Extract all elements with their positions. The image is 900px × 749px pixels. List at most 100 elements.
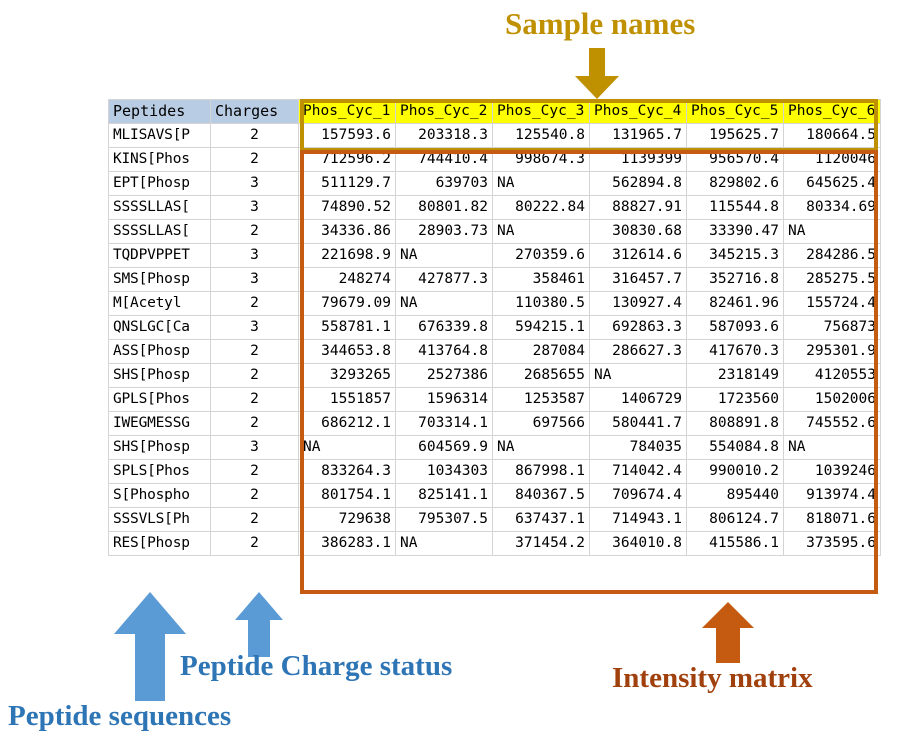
cell-intensity[interactable]: 714943.1 [589, 507, 687, 532]
cell-intensity[interactable]: 645625.4 [783, 171, 881, 196]
cell-intensity[interactable]: 74890.52 [298, 195, 396, 220]
cell-intensity[interactable]: 990010.2 [686, 459, 784, 484]
cell-charge[interactable]: 2 [210, 363, 299, 388]
cell-intensity[interactable]: 270359.6 [492, 243, 590, 268]
cell-intensity[interactable]: 956570.4 [686, 147, 784, 172]
cell-intensity[interactable]: NA [589, 363, 687, 388]
cell-charge[interactable]: 2 [210, 483, 299, 508]
column-header-sample-3[interactable]: Phos_Cyc_3 [492, 99, 590, 124]
column-header-sample-2[interactable]: Phos_Cyc_2 [395, 99, 493, 124]
cell-intensity[interactable]: 867998.1 [492, 459, 590, 484]
cell-intensity[interactable]: 709674.4 [589, 483, 687, 508]
cell-intensity[interactable]: 203318.3 [395, 123, 493, 148]
cell-peptide[interactable]: TQDPVPPET [108, 243, 211, 268]
cell-intensity[interactable]: 284286.5 [783, 243, 881, 268]
cell-intensity[interactable]: 373595.6 [783, 531, 881, 556]
cell-intensity[interactable]: 287084 [492, 339, 590, 364]
cell-intensity[interactable]: 316457.7 [589, 267, 687, 292]
cell-intensity[interactable]: 34336.86 [298, 219, 396, 244]
cell-charge[interactable]: 3 [210, 315, 299, 340]
cell-intensity[interactable]: 825141.1 [395, 483, 493, 508]
cell-intensity[interactable]: 1034303 [395, 459, 493, 484]
cell-intensity[interactable]: 895440 [686, 483, 784, 508]
cell-charge[interactable]: 2 [210, 219, 299, 244]
cell-intensity[interactable]: 195625.7 [686, 123, 784, 148]
cell-peptide[interactable]: SHS[Phosp [108, 435, 211, 460]
cell-peptide[interactable]: ASS[Phosp [108, 339, 211, 364]
cell-intensity[interactable]: 413764.8 [395, 339, 493, 364]
cell-intensity[interactable]: 155724.4 [783, 291, 881, 316]
cell-intensity[interactable]: NA [492, 219, 590, 244]
cell-intensity[interactable]: 427877.3 [395, 267, 493, 292]
cell-peptide[interactable]: SSSSLLAS[ [108, 219, 211, 244]
cell-intensity[interactable]: 248274 [298, 267, 396, 292]
cell-intensity[interactable]: 1139399 [589, 147, 687, 172]
column-header-charges[interactable]: Charges [210, 99, 299, 124]
cell-intensity[interactable]: NA [492, 435, 590, 460]
cell-intensity[interactable]: 562894.8 [589, 171, 687, 196]
cell-intensity[interactable]: 131965.7 [589, 123, 687, 148]
cell-peptide[interactable]: RES[Phosp [108, 531, 211, 556]
column-header-sample-4[interactable]: Phos_Cyc_4 [589, 99, 687, 124]
cell-intensity[interactable]: 1406729 [589, 387, 687, 412]
cell-intensity[interactable]: 833264.3 [298, 459, 396, 484]
cell-intensity[interactable]: 1502006 [783, 387, 881, 412]
cell-intensity[interactable]: 913974.4 [783, 483, 881, 508]
cell-intensity[interactable]: 364010.8 [589, 531, 687, 556]
column-header-sample-1[interactable]: Phos_Cyc_1 [298, 99, 396, 124]
cell-intensity[interactable]: 130927.4 [589, 291, 687, 316]
cell-intensity[interactable]: NA [298, 435, 396, 460]
cell-intensity[interactable]: 30830.68 [589, 219, 687, 244]
cell-intensity[interactable]: 729638 [298, 507, 396, 532]
cell-intensity[interactable]: 637437.1 [492, 507, 590, 532]
cell-peptide[interactable]: M[Acetyl [108, 291, 211, 316]
cell-intensity[interactable]: 88827.91 [589, 195, 687, 220]
cell-intensity[interactable]: 1723560 [686, 387, 784, 412]
cell-peptide[interactable]: SSSSLLAS[ [108, 195, 211, 220]
cell-intensity[interactable]: 344653.8 [298, 339, 396, 364]
cell-intensity[interactable]: 371454.2 [492, 531, 590, 556]
cell-intensity[interactable]: 580441.7 [589, 411, 687, 436]
cell-intensity[interactable]: 587093.6 [686, 315, 784, 340]
cell-peptide[interactable]: EPT[Phosp [108, 171, 211, 196]
cell-intensity[interactable]: 221698.9 [298, 243, 396, 268]
cell-peptide[interactable]: KINS[Phos [108, 147, 211, 172]
cell-intensity[interactable]: 417670.3 [686, 339, 784, 364]
cell-intensity[interactable]: 79679.09 [298, 291, 396, 316]
cell-intensity[interactable]: NA [783, 219, 881, 244]
cell-intensity[interactable]: NA [492, 171, 590, 196]
cell-charge[interactable]: 2 [210, 387, 299, 412]
cell-intensity[interactable]: NA [395, 291, 493, 316]
cell-intensity[interactable]: 82461.96 [686, 291, 784, 316]
cell-intensity[interactable]: 744410.4 [395, 147, 493, 172]
cell-intensity[interactable]: 712596.2 [298, 147, 396, 172]
column-header-sample-6[interactable]: Phos_Cyc_6 [783, 99, 881, 124]
cell-intensity[interactable]: 795307.5 [395, 507, 493, 532]
cell-intensity[interactable]: 686212.1 [298, 411, 396, 436]
cell-intensity[interactable]: 594215.1 [492, 315, 590, 340]
cell-intensity[interactable]: 604569.9 [395, 435, 493, 460]
cell-intensity[interactable]: 286627.3 [589, 339, 687, 364]
cell-charge[interactable]: 2 [210, 459, 299, 484]
cell-intensity[interactable]: 692863.3 [589, 315, 687, 340]
cell-intensity[interactable]: 697566 [492, 411, 590, 436]
cell-intensity[interactable]: 1039246 [783, 459, 881, 484]
cell-charge[interactable]: 2 [210, 291, 299, 316]
cell-intensity[interactable]: 1120046 [783, 147, 881, 172]
cell-intensity[interactable]: 998674.3 [492, 147, 590, 172]
cell-peptide[interactable]: MLISAVS[P [108, 123, 211, 148]
cell-intensity[interactable]: 676339.8 [395, 315, 493, 340]
cell-intensity[interactable]: 312614.6 [589, 243, 687, 268]
cell-intensity[interactable]: 33390.47 [686, 219, 784, 244]
cell-intensity[interactable]: 110380.5 [492, 291, 590, 316]
cell-intensity[interactable]: 1596314 [395, 387, 493, 412]
cell-peptide[interactable]: GPLS[Phos [108, 387, 211, 412]
cell-intensity[interactable]: 125540.8 [492, 123, 590, 148]
cell-intensity[interactable]: 554084.8 [686, 435, 784, 460]
cell-intensity[interactable]: NA [395, 531, 493, 556]
cell-peptide[interactable]: QNSLGC[Ca [108, 315, 211, 340]
column-header-sample-5[interactable]: Phos_Cyc_5 [686, 99, 784, 124]
cell-charge[interactable]: 3 [210, 435, 299, 460]
cell-charge[interactable]: 3 [210, 171, 299, 196]
cell-intensity[interactable]: 80334.69 [783, 195, 881, 220]
